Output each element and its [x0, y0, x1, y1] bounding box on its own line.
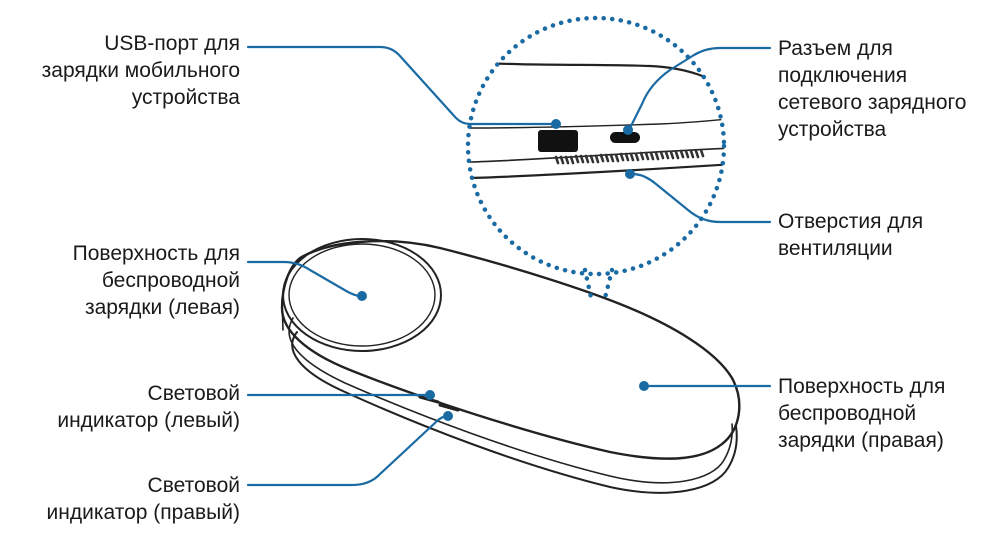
label-surface-left: Поверхность для беспроводной зарядки (ле…: [72, 242, 240, 319]
zoom-dotted-circle: [465, 15, 727, 277]
charger-base-outline: [291, 331, 738, 494]
label-led-right: Световой индикатор (правый): [46, 474, 240, 524]
zoom-top-edge: [468, 60, 724, 92]
zoom-connector-left: [582, 267, 595, 305]
leader-lines: [246, 45, 772, 487]
zoom-bottom-edge: [468, 162, 724, 180]
dot-charger-connector: [623, 125, 633, 135]
dot-ventilation: [625, 169, 635, 179]
vent-holes: [554, 148, 705, 165]
label-usb-port: USB-порт для зарядки мобильного устройст…: [41, 32, 240, 109]
leader-usb-port: [246, 45, 558, 126]
led-right-mark: [438, 403, 460, 412]
dot-led-left: [425, 390, 435, 400]
usb-c-port-shape: [610, 132, 640, 143]
label-ventilation: Отверстия для вентиляции: [778, 210, 924, 260]
dot-surface-left: [357, 291, 367, 301]
leader-led-right: [246, 414, 450, 487]
dot-surface-right: [639, 381, 649, 391]
dot-usb-port: [551, 119, 561, 129]
label-surface-right: Поверхность для беспроводной зарядки (пр…: [778, 375, 946, 452]
leader-ventilation: [630, 172, 772, 224]
zoom-connector-right: [601, 267, 615, 305]
charger-base-inner-outline: [288, 317, 734, 484]
endpoint-dots: [357, 119, 649, 421]
charger-body: [280, 238, 741, 494]
leader-surface-left: [246, 260, 362, 298]
left-pad-outer-ring: [282, 238, 442, 352]
charger-side-left: [281, 299, 284, 331]
dot-led-right: [443, 411, 453, 421]
leader-charger-connector: [628, 46, 772, 130]
zoom-port-line: [469, 117, 724, 129]
zoom-callout: [465, 15, 727, 305]
left-pad-inner-ring: [288, 243, 436, 347]
charger-top-outline: [280, 239, 741, 460]
label-led-left: Световой индикатор (левый): [57, 382, 240, 432]
usb-port-shape: [538, 130, 578, 152]
zoom-vent-line: [469, 147, 724, 163]
label-charger-connector: Разъем для подключения сетевого зарядног…: [778, 37, 967, 141]
